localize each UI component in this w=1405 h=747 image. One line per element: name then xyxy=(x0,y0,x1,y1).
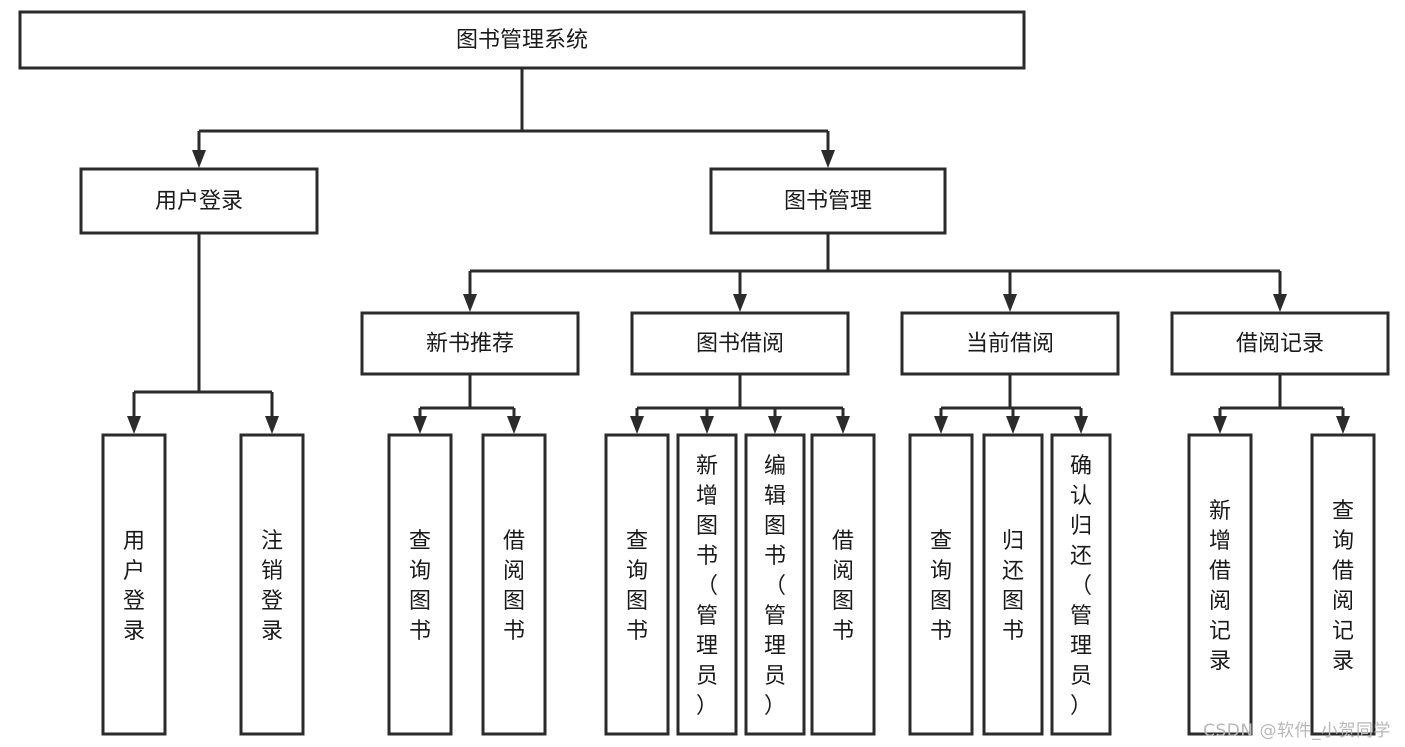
node-level3-3[interactable]: 借阅记录 xyxy=(1170,311,1390,376)
node-level3-3-box xyxy=(1170,311,1390,376)
node-leaf-1-label: 注销登录 xyxy=(261,529,283,644)
node-level3-2[interactable]: 当前借阅 xyxy=(900,311,1120,376)
node-leaf-11-box xyxy=(1187,433,1253,736)
node-leaf-8-box xyxy=(908,433,974,736)
arrow-head-icon xyxy=(1336,416,1350,434)
arrow-head-icon xyxy=(1074,416,1088,434)
node-leaf-2-box xyxy=(387,433,453,736)
node-leaf-12-label: 查询借阅记录 xyxy=(1332,499,1354,674)
node-level2-1-box xyxy=(709,167,947,235)
arrow-head-icon xyxy=(1273,294,1287,312)
node-level3-2-label: 当前借阅 xyxy=(966,332,1054,357)
node-leaf-1-box xyxy=(239,433,305,736)
node-leaf-7[interactable]: 借阅图书 xyxy=(810,433,876,736)
node-leaf-9-box xyxy=(982,433,1044,736)
node-leaf-7-label: 借阅图书 xyxy=(832,529,854,644)
node-leaf-10[interactable]: 确认归还（管理员） xyxy=(1050,433,1112,736)
node-leaf-8-label: 查询图书 xyxy=(930,529,952,644)
arrow-head-icon xyxy=(1213,416,1227,434)
node-leaf-4[interactable]: 查询图书 xyxy=(604,433,670,736)
node-level3-1-box xyxy=(630,311,850,376)
node-level3-3-label: 借阅记录 xyxy=(1236,332,1324,357)
node-leaf-9-label: 归还图书 xyxy=(1002,529,1024,644)
arrow-head-icon xyxy=(127,416,141,434)
node-leaf-0-label: 用户登录 xyxy=(123,529,145,644)
node-leaf-2[interactable]: 查询图书 xyxy=(387,433,453,736)
node-leaf-3-box xyxy=(481,433,547,736)
arrow-head-icon xyxy=(733,294,747,312)
node-leaf-4-label: 查询图书 xyxy=(626,529,648,644)
node-leaf-5-label: 新增图书（管理员） xyxy=(696,454,718,719)
node-leaf-6[interactable]: 编辑图书（管理员） xyxy=(744,433,806,736)
node-root[interactable]: 图书管理系统 xyxy=(18,10,1026,70)
node-level3-2-box xyxy=(900,311,1120,376)
node-leaf-11[interactable]: 新增借阅记录 xyxy=(1187,433,1253,736)
node-leaf-11-label: 新增借阅记录 xyxy=(1209,499,1231,674)
node-leaf-12[interactable]: 查询借阅记录 xyxy=(1310,433,1376,736)
node-leaf-9[interactable]: 归还图书 xyxy=(982,433,1044,736)
node-leaf-10-label: 确认归还（管理员） xyxy=(1070,454,1092,719)
arrow-head-icon xyxy=(413,416,427,434)
node-level2-1-label: 图书管理 xyxy=(784,189,872,214)
node-leaf-1[interactable]: 注销登录 xyxy=(239,433,305,736)
arrow-head-icon xyxy=(1003,294,1017,312)
node-layer: 图书管理系统用户登录图书管理新书推荐图书借阅当前借阅借阅记录用户登录注销登录查询… xyxy=(18,10,1390,736)
arrow-head-icon xyxy=(700,416,714,434)
node-leaf-0-box xyxy=(101,433,167,736)
node-leaf-6-label: 编辑图书（管理员） xyxy=(764,454,786,719)
arrow-head-icon xyxy=(768,416,782,434)
node-leaf-10-box xyxy=(1050,433,1112,736)
node-leaf-3-label: 借阅图书 xyxy=(503,529,525,644)
arrow-head-icon xyxy=(192,150,206,168)
node-leaf-7-box xyxy=(810,433,876,736)
node-leaf-12-box xyxy=(1310,433,1376,736)
node-level3-0-label: 新书推荐 xyxy=(426,332,514,357)
arrow-head-icon xyxy=(265,416,279,434)
csdn-watermark: CSDN @软件_小贺同学 xyxy=(1203,721,1391,741)
node-leaf-0[interactable]: 用户登录 xyxy=(101,433,167,736)
node-level2-0[interactable]: 用户登录 xyxy=(79,167,319,235)
arrow-head-icon xyxy=(1006,416,1020,434)
connector-layer xyxy=(127,68,1350,434)
node-level3-1-label: 图书借阅 xyxy=(696,332,784,357)
node-level2-0-box xyxy=(79,167,319,235)
node-leaf-6-box xyxy=(744,433,806,736)
node-leaf-2-label: 查询图书 xyxy=(409,529,431,644)
arrow-head-icon xyxy=(821,150,835,168)
node-leaf-5-box xyxy=(676,433,738,736)
node-level3-0[interactable]: 新书推荐 xyxy=(360,311,580,376)
arrow-head-icon xyxy=(507,416,521,434)
node-leaf-4-box xyxy=(604,433,670,736)
arrow-head-icon xyxy=(934,416,948,434)
node-root-box xyxy=(18,10,1026,70)
node-level3-0-box xyxy=(360,311,580,376)
node-leaf-8[interactable]: 查询图书 xyxy=(908,433,974,736)
node-leaf-5[interactable]: 新增图书（管理员） xyxy=(676,433,738,736)
node-leaf-3[interactable]: 借阅图书 xyxy=(481,433,547,736)
node-level2-0-label: 用户登录 xyxy=(155,189,243,214)
node-level3-1[interactable]: 图书借阅 xyxy=(630,311,850,376)
node-root-label: 图书管理系统 xyxy=(456,28,588,53)
node-level2-1[interactable]: 图书管理 xyxy=(709,167,947,235)
arrow-head-icon xyxy=(836,416,850,434)
arrow-head-icon xyxy=(630,416,644,434)
arrow-head-icon xyxy=(463,294,477,312)
